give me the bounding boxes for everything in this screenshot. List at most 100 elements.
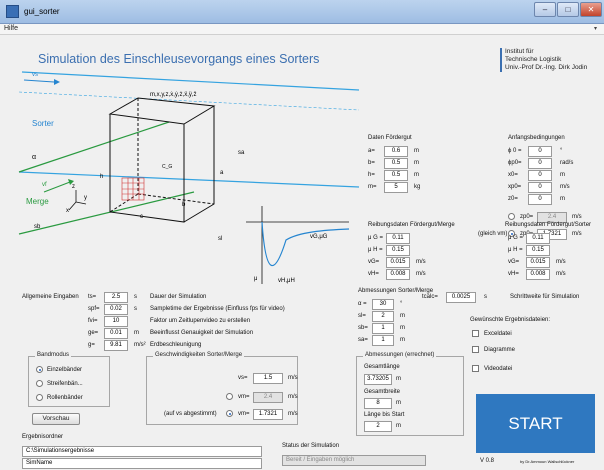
allg-title: Allgemeine Eingaben xyxy=(22,294,79,300)
rs-vg-unit: m/s xyxy=(556,259,566,265)
daten-a-input[interactable]: 0.6 xyxy=(384,146,408,157)
rs-muh-input[interactable]: 0.15 xyxy=(526,245,550,256)
credit-label: by Dr.Ammoun Wallschlückner xyxy=(520,459,575,464)
exceldatei-checkbox[interactable] xyxy=(472,330,479,337)
z0-input[interactable]: 0 xyxy=(528,194,552,205)
rm-vg-input[interactable]: 0.015 xyxy=(386,257,410,268)
xp0-input[interactable]: 0 xyxy=(528,182,552,193)
ge-input[interactable]: 0.01 xyxy=(104,328,128,339)
alpha-label: α xyxy=(32,154,36,161)
vm-radio-auto[interactable] xyxy=(226,410,233,417)
vm-unit-2: m/s xyxy=(288,411,298,417)
gesamtlaenge-label: Gesamtlänge xyxy=(364,364,400,370)
g-label: g= xyxy=(88,342,95,348)
daten-m-label: m= xyxy=(368,184,377,190)
reib-merge-title: Reibungsdaten Fördergut/Merge xyxy=(368,222,455,228)
alpha-input-label: α = xyxy=(358,301,367,307)
sb-label: sb xyxy=(34,224,41,230)
rm-muh-label: μ H = xyxy=(368,247,383,253)
vorschau-button[interactable]: Vorschau xyxy=(32,413,80,425)
maximize-button[interactable]: □ xyxy=(557,2,579,17)
daten-m-unit: kg xyxy=(414,184,421,190)
reib-sorter-title: Reibungsdaten Fördergut/Sorter xyxy=(505,222,592,228)
diagramme-checkbox[interactable] xyxy=(472,346,479,353)
minimize-button[interactable]: – xyxy=(534,2,556,17)
xp0-label: xp0= xyxy=(508,184,522,190)
zp0-radio-manual[interactable] xyxy=(508,213,515,220)
daten-m-input[interactable]: 5 xyxy=(384,182,408,193)
x0-label: x0= xyxy=(508,172,518,178)
title-bar: gui_sorter – □ ✕ xyxy=(0,0,604,24)
rm-vg-label: vG= xyxy=(368,259,380,265)
einzelbaender-radio[interactable] xyxy=(36,366,43,373)
x0-input[interactable]: 0 xyxy=(528,170,552,181)
sl-unit: m xyxy=(400,313,405,319)
start-button[interactable]: START xyxy=(476,394,595,453)
red-grid xyxy=(121,177,145,201)
menu-hilfe[interactable]: Hilfe xyxy=(4,25,19,32)
spf-unit: s xyxy=(134,306,137,312)
alpha-input[interactable]: 30 xyxy=(372,299,394,310)
institute-line-3: Univ.-Prof Dr.-Ing. Dirk Jodin xyxy=(505,64,588,71)
institute-line-2: Technische Logistik xyxy=(505,56,562,63)
abm-title: Abmessungen Sorter/Merge xyxy=(358,288,434,294)
vm-input-1[interactable]: 2.4 xyxy=(253,392,283,403)
zp0-input-1[interactable]: 2.4 xyxy=(537,212,567,223)
rm-vh-input[interactable]: 0.008 xyxy=(386,269,410,280)
window-title: gui_sorter xyxy=(24,7,60,16)
phip0-unit: rad/s xyxy=(560,160,574,166)
sl-input[interactable]: 2 xyxy=(372,311,394,322)
gesamtbreite-unit: m xyxy=(396,400,401,406)
daten-h-input[interactable]: 0.5 xyxy=(384,170,408,181)
phip0-input[interactable]: 0 xyxy=(528,158,552,169)
ausgabe-title: Gewünschte Ergebnisdateien: xyxy=(470,317,551,323)
tcalc-desc: Schrittweite für Simulation xyxy=(510,294,580,300)
z0-unit: m xyxy=(560,196,565,202)
sb-input[interactable]: 1 xyxy=(372,323,394,334)
vm-radio-manual[interactable] xyxy=(226,393,233,400)
ts-input[interactable]: 2.5 xyxy=(104,292,128,303)
daten-a-unit: m xyxy=(414,148,419,154)
axes-icon: y x z xyxy=(66,184,87,214)
daten-b-unit: m xyxy=(414,160,419,166)
daten-b-input[interactable]: 0.5 xyxy=(384,158,408,169)
fvi-input[interactable]: 10 xyxy=(104,316,128,327)
streifenbaender-radio[interactable] xyxy=(36,380,43,387)
ergebnisordner-title: Ergebnisordner xyxy=(22,434,64,440)
sa-input[interactable]: 1 xyxy=(372,335,394,346)
streifenbaender-label: Streifenbän... xyxy=(47,381,83,387)
rm-muh-input[interactable]: 0.15 xyxy=(386,245,410,256)
z-axis-label: z xyxy=(72,184,75,190)
videodatei-checkbox[interactable] xyxy=(472,365,479,372)
ergebnisordner-path-input[interactable]: C:\Simulationsergebnisse xyxy=(22,446,262,457)
close-button[interactable]: ✕ xyxy=(580,2,602,17)
sa-label: sa xyxy=(238,150,245,156)
zp0-radio-auto[interactable] xyxy=(508,230,515,237)
bandmodus-title: Bandmodus xyxy=(35,352,72,358)
gesamtlaenge-value: 3.73205 xyxy=(364,374,392,385)
rs-vg-input[interactable]: 0.015 xyxy=(526,257,550,268)
ge-unit: m xyxy=(134,330,139,336)
simname-input[interactable]: SimName xyxy=(22,458,262,469)
sa-unit: m xyxy=(400,337,405,343)
gleich-vm-label: (gleich vm) xyxy=(478,231,508,237)
rs-mug-input[interactable]: 0.11 xyxy=(526,233,550,244)
tcalc-input[interactable]: 0.0025 xyxy=(446,292,476,303)
a-label: a xyxy=(220,170,224,176)
c-label: c xyxy=(140,214,143,220)
vs-input[interactable]: 1.5 xyxy=(253,373,283,384)
merge-belt xyxy=(18,121,195,235)
vs-unit: m/s xyxy=(288,375,298,381)
status-value: Bereit / Eingaben möglich xyxy=(282,455,426,466)
phi0-input[interactable]: 0 xyxy=(528,146,552,157)
daten-h-label: h= xyxy=(368,172,375,178)
fvi-label: fvi= xyxy=(88,318,98,324)
rs-vh-input[interactable]: 0.008 xyxy=(526,269,550,280)
rollenbaender-radio[interactable] xyxy=(36,394,43,401)
vm-input-2[interactable]: 1.7321 xyxy=(253,409,283,420)
sl-input-label: sl= xyxy=(358,313,366,319)
spf-input[interactable]: 0.02 xyxy=(104,304,128,315)
g-desc: Erdbeschleunigung xyxy=(150,342,202,348)
rm-mug-input[interactable]: 0.11 xyxy=(386,233,410,244)
g-input[interactable]: 9.81 xyxy=(104,340,128,351)
